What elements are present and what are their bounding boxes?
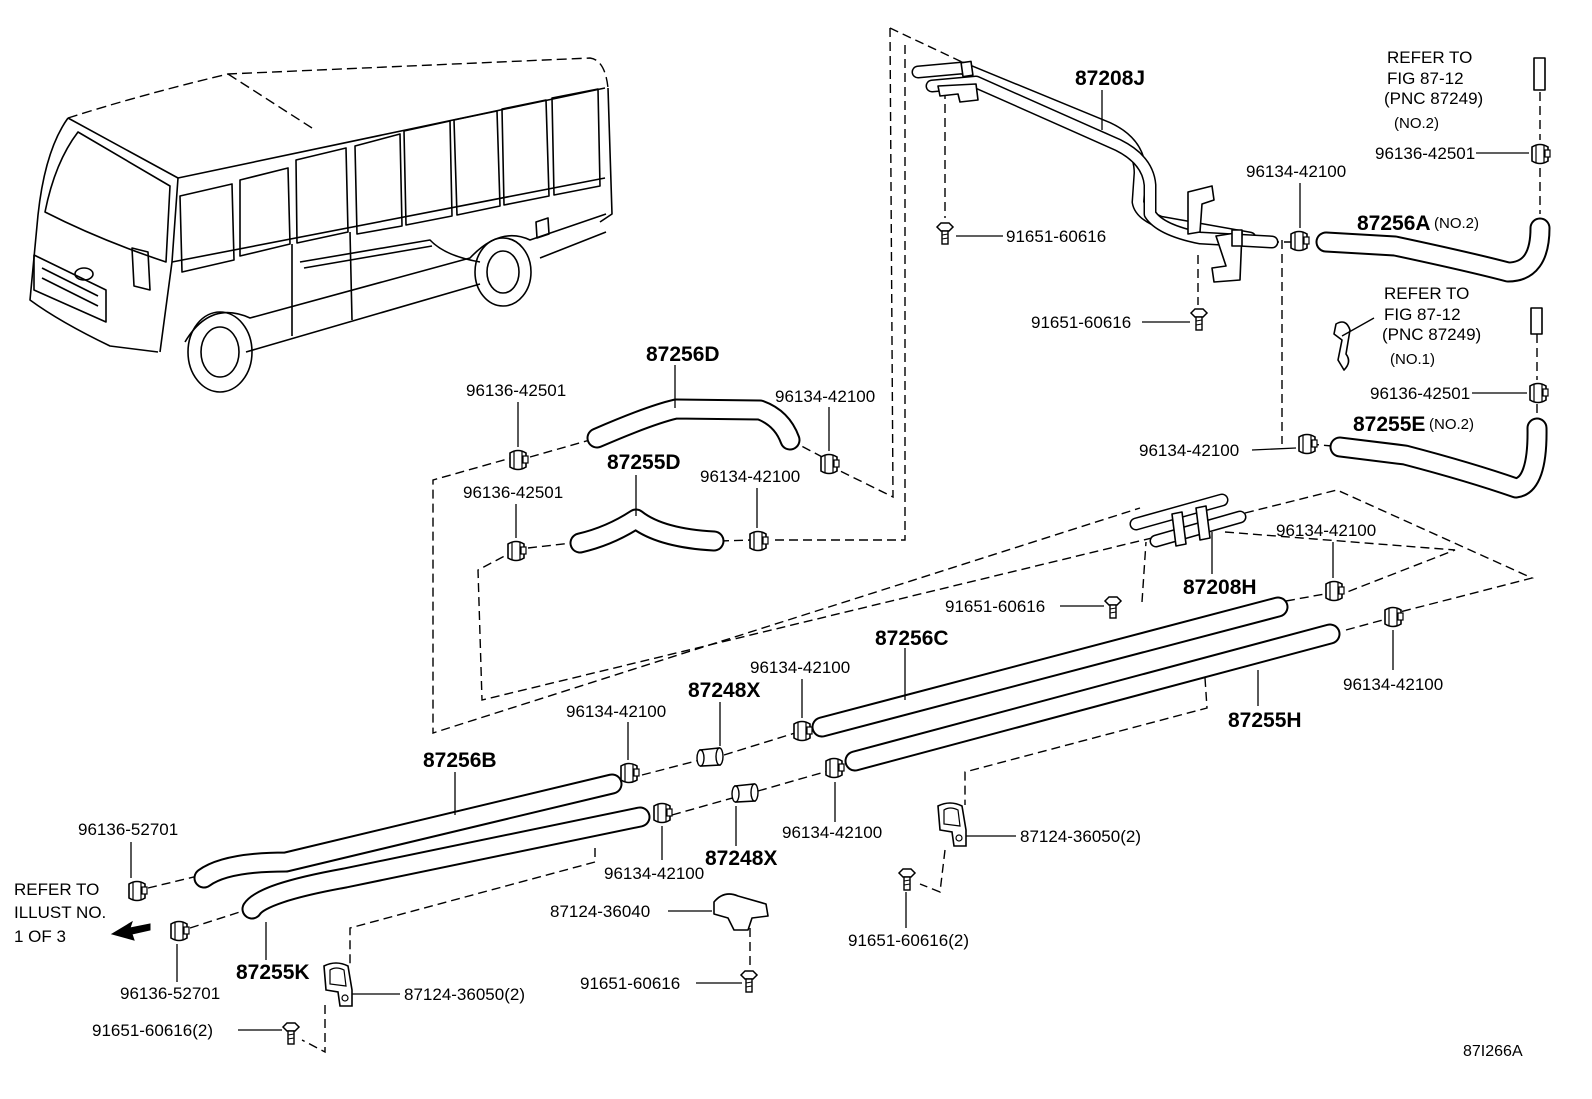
callout-label: 96134-42100 xyxy=(782,823,882,842)
vehicle-illustration xyxy=(29,57,613,393)
refer-line: (NO.2) xyxy=(1394,115,1439,132)
callout-label: 87124-36040 xyxy=(550,902,650,921)
refer-line: FIG 87-12 xyxy=(1384,305,1461,324)
bolt-icon xyxy=(283,1023,299,1044)
callout-label: 87255H xyxy=(1228,709,1302,732)
hose-87255E xyxy=(1340,428,1537,488)
brackets xyxy=(324,803,966,1006)
callout-label: 91651-60616 xyxy=(945,597,1045,616)
callout-label: 96134-42100 xyxy=(1343,675,1443,694)
clamp-icon xyxy=(654,804,672,823)
clamp-icon xyxy=(1299,435,1317,454)
callout-label: 91651-60616(2) xyxy=(92,1021,213,1040)
diagram-code: 87I266A xyxy=(1463,1043,1523,1060)
clamp-icon xyxy=(1291,232,1309,251)
callout-label: 96134-42100 xyxy=(1276,521,1376,540)
clamp-icon xyxy=(826,759,844,778)
refer-arrow-icon xyxy=(110,920,151,941)
clamps xyxy=(129,145,1550,941)
callout-label: 87255E xyxy=(1353,413,1425,436)
bolt-icon xyxy=(741,971,757,992)
bolt-icon xyxy=(899,869,915,890)
refer-line: (PNC 87249) xyxy=(1384,89,1483,108)
callout-label: 87256A xyxy=(1357,212,1431,235)
refer-note-fig-no2: REFER TO FIG 87-12 (PNC 87249) (NO.2) xyxy=(1384,48,1483,132)
callout-label: 87208J xyxy=(1075,67,1145,90)
callout-label: 96136-52701 xyxy=(120,984,220,1003)
pipe-87208H xyxy=(1136,500,1240,546)
connector-87248X-icon xyxy=(697,748,723,766)
callouts: 87208J 96136-42501 96134-42100 87256A (N… xyxy=(78,67,1479,1040)
refer-line: ILLUST NO. xyxy=(14,903,106,922)
callout-label: 91651-60616 xyxy=(1006,227,1106,246)
connector-87248X-icon xyxy=(732,784,758,802)
callout-label: 91651-60616(2) xyxy=(848,931,969,950)
callout-label: 96136-42501 xyxy=(463,483,563,502)
pipe-87208J xyxy=(918,60,1272,283)
callout-label: 96136-42501 xyxy=(1370,384,1470,403)
callout-label: 96134-42100 xyxy=(750,658,850,677)
clamp-icon xyxy=(1385,608,1403,627)
refer-line: REFER TO xyxy=(1387,48,1472,67)
clamp-icon xyxy=(821,455,839,474)
bracket-87124-36040-icon xyxy=(713,893,769,931)
callout-label: 87248X xyxy=(705,847,777,870)
refer-line: 1 OF 3 xyxy=(14,927,66,946)
clamp-icon xyxy=(794,722,812,741)
callout-label: 96136-42501 xyxy=(1375,144,1475,163)
refer-line: (PNC 87249) xyxy=(1382,325,1481,344)
callout-label: 87124-36050(2) xyxy=(1020,827,1141,846)
hose-87255D xyxy=(580,519,714,543)
bolt-icon xyxy=(1105,597,1121,618)
hose-87256D xyxy=(597,409,790,440)
clamp-icon xyxy=(171,922,189,941)
clamp-icon xyxy=(508,542,526,561)
refer-line: REFER TO xyxy=(14,880,99,899)
refer-note-illust: REFER TO ILLUST NO. 1 OF 3 xyxy=(14,880,106,946)
refer-line: (NO.1) xyxy=(1390,351,1435,368)
clamp-icon xyxy=(1532,145,1550,164)
callout-label: 87256C xyxy=(875,627,949,650)
bracket-icon xyxy=(324,963,352,1006)
clamp-icon xyxy=(1530,384,1548,403)
bolt-icon xyxy=(937,223,953,244)
callout-label: 87255K xyxy=(236,961,310,984)
refer-line: FIG 87-12 xyxy=(1387,69,1464,88)
clamp-icon xyxy=(1326,582,1344,601)
callout-label: (NO.2) xyxy=(1434,215,1479,232)
callout-label: 96136-52701 xyxy=(78,820,178,839)
connectors xyxy=(697,748,758,802)
callout-label: 96134-42100 xyxy=(1246,162,1346,181)
callout-label: (NO.2) xyxy=(1429,416,1474,433)
callout-label: 87208H xyxy=(1183,576,1257,599)
clamp-icon xyxy=(129,882,147,901)
callout-label: 96134-42100 xyxy=(566,702,666,721)
bolt-icon xyxy=(1191,309,1207,330)
callout-label: 96134-42100 xyxy=(775,387,875,406)
callout-label: 87255D xyxy=(607,451,681,474)
clamp-icon xyxy=(750,532,768,551)
callout-label: 96136-42501 xyxy=(466,381,566,400)
callout-label: 96134-42100 xyxy=(1139,441,1239,460)
refer-note-fig-no1: REFER TO FIG 87-12 (PNC 87249) (NO.1) xyxy=(1382,284,1481,368)
callout-label: 91651-60616 xyxy=(580,974,680,993)
callout-label: 87248X xyxy=(688,679,760,702)
callout-label: 96134-42100 xyxy=(700,467,800,486)
assembly-lines xyxy=(147,27,1541,1054)
bracket-icon xyxy=(938,803,966,846)
callout-label: 96134-42100 xyxy=(604,864,704,883)
leader-lines xyxy=(110,90,1529,1031)
clamp-icon xyxy=(621,764,639,783)
callout-label: 87256B xyxy=(423,749,497,772)
clamp-icon xyxy=(510,451,528,470)
callout-label: 87256D xyxy=(646,343,720,366)
refer-line: REFER TO xyxy=(1384,284,1469,303)
callout-label: 87124-36050(2) xyxy=(404,985,525,1004)
callout-label: 91651-60616 xyxy=(1031,313,1131,332)
